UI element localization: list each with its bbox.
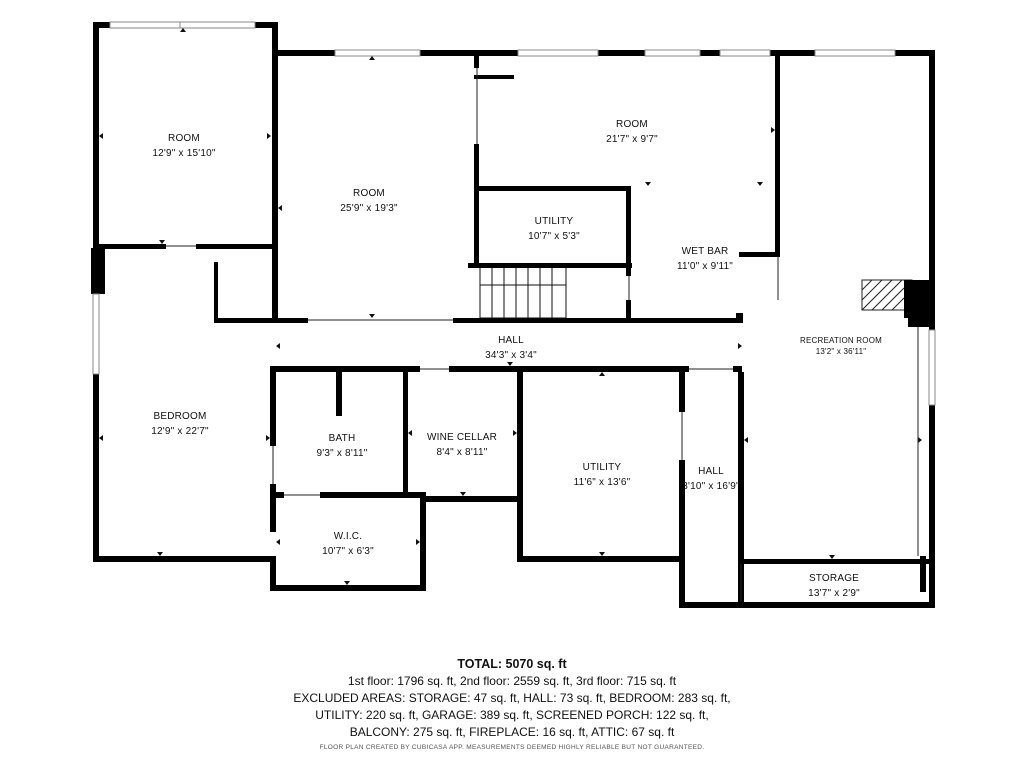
- hall-1-label: HALL 34'3" x 3'4": [485, 333, 537, 363]
- excluded-areas-line-1: EXCLUDED AREAS: STORAGE: 47 sq. ft, HALL…: [293, 691, 731, 705]
- utility-2-name: UTILITY: [582, 462, 622, 473]
- utility-1-label: UTILITY 10'7" x 5'3": [528, 214, 580, 244]
- room-1-label: ROOM 12'9" x 15'10": [152, 131, 215, 161]
- wine-cellar-label: WINE CELLAR 8'4" x 8'11": [427, 430, 497, 460]
- room-3-name: ROOM: [616, 119, 648, 130]
- utility-2-dimensions: 11'6" x 13'6": [573, 477, 631, 488]
- interior-walls: [93, 22, 935, 608]
- wet-bar-label: WET BAR 11'0" x 9'11": [677, 244, 733, 274]
- room-3-label: ROOM 21'7" x 9'7": [606, 117, 658, 147]
- wine-cellar-name: WINE CELLAR: [427, 432, 497, 443]
- room-1-dimensions: 12'9" x 15'10": [152, 148, 216, 159]
- utility-1-name: UTILITY: [534, 216, 574, 227]
- hall-2-name: HALL: [698, 466, 724, 477]
- storage-dimensions: 13'7" x 2'9": [808, 588, 860, 599]
- room-2-name: ROOM: [353, 188, 385, 199]
- total-area: TOTAL: 5070 sq. ft: [457, 657, 567, 671]
- wic-label: W.I.C. 10'7" x 6'3": [322, 529, 374, 559]
- floor-areas: 1st floor: 1796 sq. ft, 2nd floor: 2559 …: [347, 674, 677, 688]
- wet-bar-dimensions: 11'0" x 9'11": [677, 261, 733, 272]
- hall-1-dimensions: 34'3" x 3'4": [485, 350, 537, 361]
- room-1-name: ROOM: [168, 133, 200, 144]
- storage-name: STORAGE: [808, 573, 860, 584]
- wet-bar-name: WET BAR: [681, 246, 729, 257]
- staircase: [479, 268, 567, 319]
- wine-cellar-dimensions: 8'4" x 8'11": [436, 447, 488, 458]
- utility-1-dimensions: 10'7" x 5'3": [528, 231, 580, 242]
- recreation-room-name: RECREATION ROOM: [800, 336, 882, 345]
- bath-dimensions: 9'3" x 8'11": [316, 448, 368, 459]
- room-3-dimensions: 21'7" x 9'7": [606, 134, 658, 145]
- excluded-areas-line-2: UTILITY: 220 sq. ft, GARAGE: 389 sq. ft,…: [315, 708, 709, 722]
- area-summary: TOTAL: 5070 sq. ft 1st floor: 1796 sq. f…: [0, 656, 1024, 755]
- excluded-areas-line-3: BALCONY: 275 sq. ft, FIREPLACE: 16 sq. f…: [349, 725, 675, 739]
- bedroom-label: BEDROOM 12'9" x 22'7": [151, 409, 208, 439]
- bath-name: BATH: [328, 433, 356, 444]
- room-2-label: ROOM 25'9" x 19'3": [340, 186, 397, 216]
- wic-dimensions: 10'7" x 6'3": [322, 546, 374, 557]
- room-2-dimensions: 25'9" x 19'3": [340, 203, 398, 214]
- windows: [92, 21, 936, 406]
- hall-1-name: HALL: [498, 335, 524, 346]
- hall-2-label: HALL 3'10" x 16'9": [682, 464, 739, 494]
- hall-2-dimensions: 3'10" x 16'9": [682, 481, 740, 492]
- fireplace-icon: [861, 279, 930, 318]
- recreation-room-label: RECREATION ROOM 13'2" x 36'11": [800, 335, 882, 357]
- disclaimer: FLOOR PLAN CREATED BY CUBICASA APP. MEAS…: [319, 744, 705, 751]
- bedroom-dimensions: 12'9" x 22'7": [151, 426, 209, 437]
- wic-name: W.I.C.: [333, 531, 363, 542]
- floor-plan: [91, 21, 936, 608]
- dimension-markers: [99, 28, 922, 585]
- utility-2-label: UTILITY 11'6" x 13'6": [574, 460, 631, 490]
- bath-label: BATH 9'3" x 8'11": [317, 431, 368, 461]
- bedroom-name: BEDROOM: [153, 411, 207, 422]
- recreation-room-dimensions: 13'2" x 36'11": [815, 347, 867, 356]
- storage-label: STORAGE 13'7" x 2'9": [808, 571, 860, 601]
